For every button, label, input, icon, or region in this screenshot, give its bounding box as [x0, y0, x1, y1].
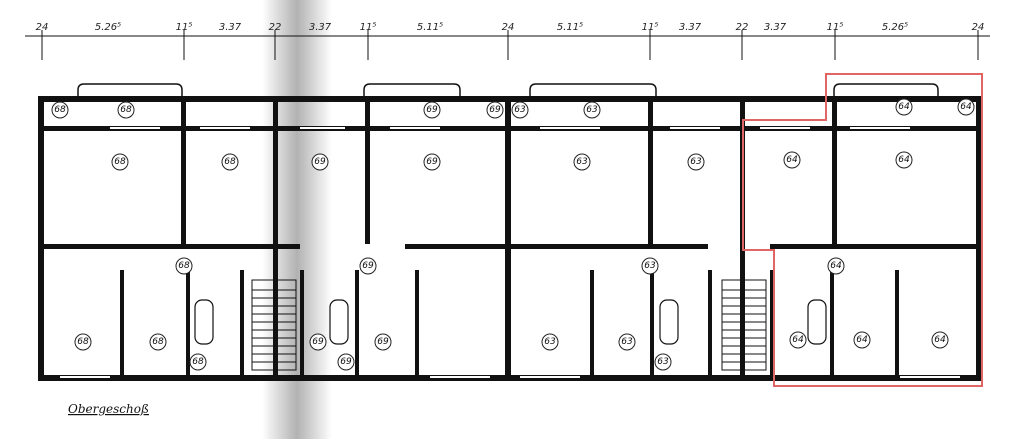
- room-number-label: 63: [687, 153, 705, 171]
- room-number-label: 64: [957, 98, 975, 116]
- svg-text:68: 68: [54, 105, 66, 115]
- svg-text:68: 68: [114, 157, 126, 167]
- svg-text:63: 63: [514, 105, 526, 115]
- svg-text:69: 69: [340, 357, 352, 367]
- svg-text:69: 69: [426, 157, 438, 167]
- room-number-label: 68: [117, 101, 135, 119]
- stairwell-right: [721, 279, 767, 371]
- dimension-label: 11⁵: [827, 22, 844, 33]
- svg-text:68: 68: [224, 157, 236, 167]
- svg-text:68: 68: [178, 261, 190, 271]
- dimension-label: 22: [736, 22, 749, 33]
- room-number-label: 69: [309, 333, 327, 351]
- scan-smudge: [262, 0, 332, 439]
- svg-text:64: 64: [898, 102, 910, 112]
- room-number-label: 69: [337, 353, 355, 371]
- svg-text:64: 64: [792, 335, 804, 345]
- dimension-label: 5.11⁵: [417, 22, 443, 33]
- room-number-label: 68: [221, 153, 239, 171]
- room-number-label: 69: [374, 333, 392, 351]
- dimension-label: 5.11⁵: [557, 22, 583, 33]
- svg-text:63: 63: [644, 261, 656, 271]
- dimension-label: 24: [502, 22, 515, 33]
- svg-text:64: 64: [830, 261, 842, 271]
- svg-text:64: 64: [856, 335, 868, 345]
- dimension-label: 22: [269, 22, 282, 33]
- svg-text:68: 68: [192, 357, 204, 367]
- dimension-label: 3.37: [219, 22, 242, 33]
- svg-text:63: 63: [621, 337, 633, 347]
- room-number-label: 64: [853, 331, 871, 349]
- room-number-label: 64: [789, 331, 807, 349]
- room-number-label: 69: [311, 153, 329, 171]
- dimension-label: 24: [972, 22, 985, 33]
- room-number-label: 68: [149, 333, 167, 351]
- svg-text:69: 69: [362, 261, 374, 271]
- room-number-label: 63: [654, 353, 672, 371]
- room-number-label: 68: [51, 101, 69, 119]
- room-number-label: 63: [618, 333, 636, 351]
- highlighted-apartment-outline: [742, 73, 983, 387]
- building-walls: [38, 96, 982, 381]
- room-number-label: 63: [583, 101, 601, 119]
- bathtubs: [194, 299, 827, 345]
- svg-text:64: 64: [898, 155, 910, 165]
- room-number-label: 63: [573, 153, 591, 171]
- dimension-label: 5.26⁵: [95, 22, 121, 33]
- room-number-label: 64: [931, 331, 949, 349]
- svg-text:69: 69: [426, 105, 438, 115]
- svg-text:64: 64: [934, 335, 946, 345]
- dimension-chain: 24 5.26⁵ 11⁵ 3.37 22 3.37 11⁵ 5.11⁵ 24 5.11⁵ 11⁵ 3.…: [25, 22, 990, 60]
- stairwell-left: [251, 279, 297, 371]
- svg-text:63: 63: [690, 157, 702, 167]
- svg-text:68: 68: [152, 337, 164, 347]
- room-number-label: 68: [74, 333, 92, 351]
- svg-text:68: 68: [120, 105, 132, 115]
- room-number-label: 68: [175, 257, 193, 275]
- room-number-label: 69: [423, 153, 441, 171]
- room-number-label: 68: [111, 153, 129, 171]
- room-number-label: 69: [359, 257, 377, 275]
- svg-text:69: 69: [377, 337, 389, 347]
- room-number-label: 63: [641, 257, 659, 275]
- svg-text:63: 63: [544, 337, 556, 347]
- room-number-label: 64: [783, 151, 801, 169]
- svg-text:63: 63: [657, 357, 669, 367]
- dimension-label: 5.26⁵: [882, 22, 908, 33]
- room-number-label: 64: [895, 98, 913, 116]
- dimension-label: 11⁵: [360, 22, 377, 33]
- dimension-label: 3.37: [679, 22, 702, 33]
- balconies: [77, 83, 939, 96]
- dimension-label: 24: [36, 22, 49, 33]
- windows: [60, 127, 960, 378]
- dimension-label: 11⁵: [642, 22, 659, 33]
- svg-text:69: 69: [314, 157, 326, 167]
- room-labels: 68 68 68 68 68 68 68 68 69 69 69 69 69 69 69 69 63 63 63 63…: [51, 98, 975, 371]
- dimension-label: 11⁵: [176, 22, 193, 33]
- room-number-label: 63: [541, 333, 559, 351]
- svg-text:63: 63: [586, 105, 598, 115]
- svg-text:68: 68: [77, 337, 89, 347]
- room-number-label: 68: [189, 353, 207, 371]
- svg-text:64: 64: [960, 102, 972, 112]
- svg-text:69: 69: [312, 337, 324, 347]
- room-number-label: 64: [895, 151, 913, 169]
- dimension-label: 3.37: [764, 22, 787, 33]
- svg-text:64: 64: [786, 155, 798, 165]
- svg-text:63: 63: [576, 157, 588, 167]
- room-number-label: 63: [511, 101, 529, 119]
- room-number-label: 64: [827, 257, 845, 275]
- room-number-label: 69: [486, 101, 504, 119]
- plan-caption: Obergeschoß: [68, 402, 149, 416]
- svg-text:69: 69: [489, 105, 501, 115]
- room-number-label: 69: [423, 101, 441, 119]
- dimension-label: 3.37: [309, 22, 332, 33]
